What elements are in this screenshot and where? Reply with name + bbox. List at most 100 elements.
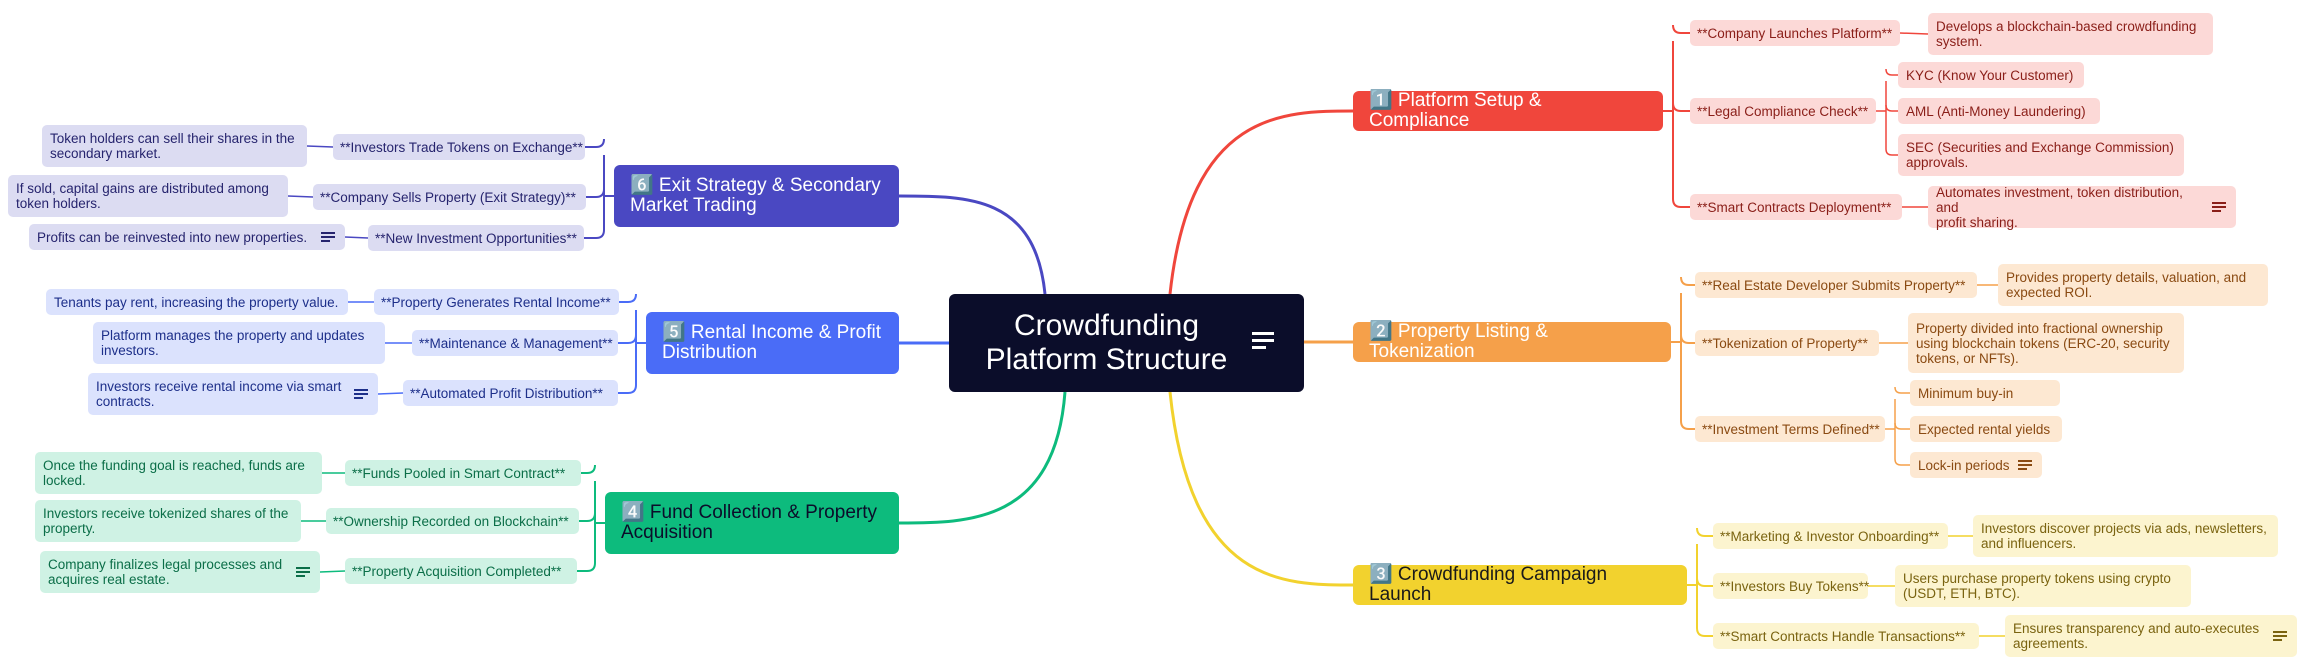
sub-node[interactable]: **Legal Compliance Check** [1690,98,1876,124]
sub-node[interactable]: **Smart Contracts Handle Transactions** [1713,623,1979,649]
leaf-node[interactable]: Tenants pay rent, increasing the propert… [46,289,348,315]
leaf-node[interactable]: Provides property details, valuation, an… [1998,264,2268,306]
connector-line [1168,109,1354,295]
connector-line [1894,422,1910,430]
sub-node[interactable]: **Marketing & Investor Onboarding** [1713,523,1948,549]
notes-icon[interactable] [321,232,335,242]
connector-line [1680,276,1695,286]
sub-label: **Legal Compliance Check** [1697,103,1869,119]
leaf-node[interactable]: Token holders can sell their shares in t… [42,125,307,167]
sub-label: **New Investment Opportunities** [375,230,577,246]
connector-line [1696,627,1713,637]
branch-label: 5️⃣ Rental Income & Profit Distribution [662,322,882,363]
notes-icon[interactable] [2273,631,2287,641]
leaf-text: Expected rental yields [1918,421,2051,437]
leaf-text: Investors receive tokenized shares of th… [43,506,289,536]
notes-icon[interactable] [354,389,368,399]
sub-label: **Real Estate Developer Submits Property… [1702,277,1966,293]
notes-icon[interactable] [2018,460,2032,470]
sub-node[interactable]: **Ownership Recorded on Blockchain** [326,508,579,534]
leaf-text: Investors discover projects via ads, new… [1981,521,2267,551]
connector-line [898,194,1047,295]
sub-node[interactable]: **Company Sells Property (Exit Strategy)… [313,184,586,210]
connector-line [898,391,1067,525]
leaf-node[interactable]: Company finalizes legal processes and ac… [40,551,320,593]
notes-icon[interactable] [296,567,310,577]
sub-node[interactable]: **Real Estate Developer Submits Property… [1695,272,1977,298]
leaf-node[interactable]: Automates investment, token distribution… [1928,185,2236,230]
branch-node-b3[interactable]: 3️⃣ Crowdfunding Campaign Launch [1353,565,1687,605]
leaf-text: KYC (Know Your Customer) [1906,67,2074,83]
sub-node[interactable]: **Smart Contracts Deployment** [1690,194,1902,220]
leaf-node[interactable]: AML (Anti-Money Laundering) [1898,98,2100,124]
branch-label: 3️⃣ Crowdfunding Campaign Launch [1369,564,1608,605]
sub-node[interactable]: **Maintenance & Management** [412,330,618,356]
sub-label: **Property Acquisition Completed** [352,563,562,579]
leaf-node[interactable]: KYC (Know Your Customer) [1898,62,2084,88]
branch-node-b4[interactable]: 4️⃣ Fund Collection & Property Acquisiti… [605,492,899,554]
leaf-text: Provides property details, valuation, an… [2006,270,2247,300]
leaf-node[interactable]: Develops a blockchain-based crowdfunding… [1928,13,2213,55]
leaf-node[interactable]: Investors receive rental income via smar… [88,373,378,415]
sub-node[interactable]: **Investment Terms Defined** [1695,416,1885,442]
leaf-text: Profits can be reinvested into new prope… [37,229,308,245]
sub-node[interactable]: **Automated Profit Distribution** [403,380,618,406]
leaf-node[interactable]: Platform manages the property and update… [93,322,385,364]
sub-node[interactable]: **Property Acquisition Completed** [345,558,577,584]
connector-line [1894,458,1910,466]
leaf-node[interactable]: Once the funding goal is reached, funds … [35,452,322,494]
leaf-node[interactable]: Minimum buy-in [1910,380,2060,406]
sub-node[interactable]: **Company Launches Platform** [1690,20,1900,46]
leaf-node[interactable]: Investors discover projects via ads, new… [1973,515,2278,557]
connector-line [618,384,637,394]
connector-line [579,512,596,522]
leaf-node[interactable]: Property divided into fractional ownersh… [1908,313,2184,373]
branch-node-b1[interactable]: 1️⃣ Platform Setup & Compliance [1353,91,1663,131]
root-node[interactable]: Crowdfunding Platform Structure [949,294,1304,392]
connector-line [1885,68,1898,76]
connector-line [1672,24,1690,34]
sub-node[interactable]: **Property Generates Rental Income** [374,289,619,315]
connector-line [1680,420,1695,430]
connector-line [1696,527,1713,537]
sub-label: **Automated Profit Distribution** [410,385,603,401]
notes-icon[interactable] [1252,332,1274,353]
leaf-node[interactable]: Profits can be reinvested into new prope… [29,224,345,250]
sub-node[interactable]: **Tokenization of Property** [1695,330,1879,356]
connector-line [319,570,346,573]
root-title: Crowdfunding Platform Structure [985,309,1228,376]
leaf-node[interactable]: Users purchase property tokens using cry… [1895,565,2191,607]
connector-line [1672,198,1690,208]
sub-label: **Maintenance & Management** [419,335,613,351]
connector-line [1885,148,1898,156]
branch-node-b2[interactable]: 2️⃣ Property Listing & Tokenization [1353,322,1671,362]
sub-node[interactable]: **Investors Buy Tokens** [1713,573,1869,599]
sub-node[interactable]: **Investors Trade Tokens on Exchange** [333,134,585,160]
connector-line [344,236,369,239]
leaf-node[interactable]: Expected rental yields [1910,416,2062,442]
sub-label: **Investment Terms Defined** [1702,421,1880,437]
leaf-node[interactable]: Lock-in periods [1910,452,2042,478]
leaf-node[interactable]: Investors receive tokenized shares of th… [35,500,301,542]
sub-node[interactable]: **New Investment Opportunities** [368,225,584,251]
connector-line [287,195,314,198]
leaf-text: Users purchase property tokens using cry… [1903,571,2171,601]
branch-label: 1️⃣ Platform Setup & Compliance [1369,90,1542,131]
branch-label: 6️⃣ Exit Strategy & Secondary Market Tra… [630,175,881,216]
notes-icon[interactable] [2212,202,2226,212]
leaf-text: AML (Anti-Money Laundering) [1906,103,2086,119]
leaf-node[interactable]: SEC (Securities and Exchange Commission)… [1898,134,2184,176]
leaf-text: Ensures transparency and auto-executes a… [2013,621,2260,651]
leaf-node[interactable]: Ensures transparency and auto-executes a… [2005,615,2297,657]
connector-line [1168,391,1354,587]
sub-label: **Company Sells Property (Exit Strategy)… [320,189,576,205]
sub-node[interactable]: **Funds Pooled in Smart Contract** [345,460,581,486]
leaf-node[interactable]: If sold, capital gains are distributed a… [8,175,288,217]
branch-node-b6[interactable]: 6️⃣ Exit Strategy & Secondary Market Tra… [614,165,899,227]
leaf-text: Investors receive rental income via smar… [96,379,342,409]
connector-line [618,334,637,344]
connector-line [1885,104,1898,112]
branch-node-b5[interactable]: 5️⃣ Rental Income & Profit Distribution [646,312,899,374]
sub-label: **Marketing & Investor Onboarding** [1720,528,1940,544]
